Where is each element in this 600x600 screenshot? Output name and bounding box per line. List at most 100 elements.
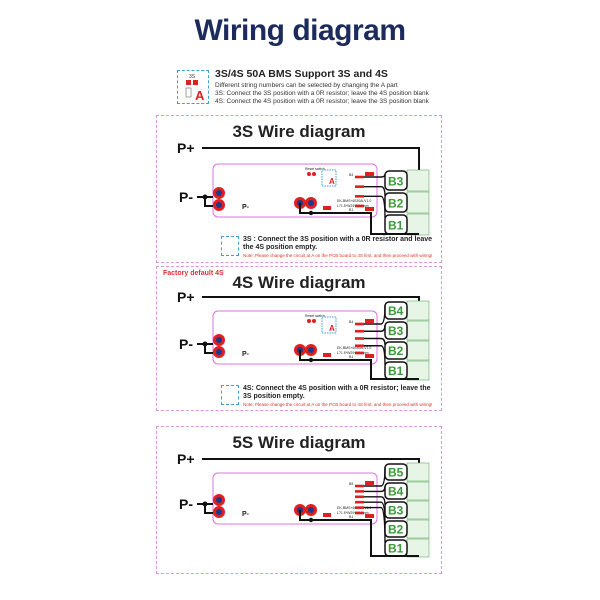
cell-label-b2: B2 bbox=[388, 344, 404, 358]
icon-a-label: A bbox=[195, 88, 205, 103]
connector-pin bbox=[355, 337, 364, 340]
note-warning: Note: Please change the circuit at A on … bbox=[243, 253, 433, 258]
pad-center bbox=[216, 509, 222, 515]
icon-3s-label: 3S bbox=[189, 74, 196, 80]
pad-center bbox=[216, 190, 222, 196]
p-plus-label: P+ bbox=[177, 289, 195, 305]
balance-wire bbox=[364, 506, 386, 544]
cell-label-b5: B5 bbox=[388, 465, 404, 479]
connector-pin bbox=[355, 322, 364, 326]
wiring-4s: P+P-P-EK-BMS+6S50A-V1.0L71.5*W29*T7.2mmR… bbox=[177, 289, 430, 381]
board-code-2: L71.5*W29*T7.2mm bbox=[337, 511, 369, 515]
connector-pin bbox=[355, 511, 364, 515]
junction-dot bbox=[308, 517, 314, 523]
pad-center bbox=[216, 202, 222, 208]
note-a-icon bbox=[221, 236, 239, 256]
board-code-2: L71.5*W29*T7.2mm bbox=[337, 204, 369, 208]
p-minus-label: P- bbox=[179, 336, 193, 352]
b-minus-wire bbox=[299, 510, 419, 557]
cell-label-b4: B4 bbox=[388, 304, 404, 318]
balance-wire bbox=[364, 337, 386, 346]
pin-bottom-label: B1 bbox=[349, 515, 353, 519]
pin-top-label: B4 bbox=[349, 320, 353, 324]
board-p-minus-label: P- bbox=[242, 204, 250, 211]
panel-title: 4S Wire diagram bbox=[232, 273, 366, 292]
resistor-pad bbox=[323, 513, 331, 517]
balance-wire bbox=[364, 485, 386, 493]
a-label: A bbox=[329, 324, 335, 333]
cell-label-b1: B1 bbox=[388, 364, 404, 378]
pin-bottom-label: B1 bbox=[349, 208, 353, 212]
balance-wire bbox=[364, 173, 386, 178]
connector-pad bbox=[365, 207, 374, 211]
wiring-3s: P+P-P-EK-BMS+6S50A-V1.0L71.5*W29*T7.2mmR… bbox=[177, 140, 430, 236]
pad-center bbox=[216, 349, 222, 355]
junction-dot bbox=[308, 357, 314, 363]
info-box: 3S A 3S/4S 50A BMS Support 3S and 4S Dif… bbox=[177, 68, 437, 108]
pad-center bbox=[308, 200, 314, 206]
connector-pin bbox=[355, 204, 364, 208]
cell-label-b2: B2 bbox=[388, 196, 404, 210]
cell-label-b3: B3 bbox=[388, 324, 404, 338]
p-plus-label: P+ bbox=[177, 451, 195, 467]
connector-pin bbox=[355, 195, 364, 198]
battery-cell bbox=[406, 500, 430, 520]
connector-pin bbox=[355, 175, 364, 179]
board-p-minus-label: P- bbox=[242, 511, 250, 518]
reset-switch bbox=[307, 172, 311, 176]
battery-cell bbox=[406, 213, 430, 236]
info-line: 4S: Connect the 4S position with a 0R re… bbox=[215, 98, 429, 105]
board-code-2: L71.5*W29*T7.2mm bbox=[337, 351, 369, 355]
connector-pad bbox=[365, 319, 374, 323]
pad-center bbox=[308, 347, 314, 353]
pad-center bbox=[216, 337, 222, 343]
pin-bottom-label: B1 bbox=[349, 355, 353, 359]
connector-pad bbox=[365, 481, 374, 485]
info-heading: 3S/4S 50A BMS Support 3S and 4S bbox=[215, 68, 388, 80]
note-a-icon bbox=[221, 385, 239, 405]
balance-wire bbox=[364, 466, 386, 487]
junction-dot bbox=[202, 341, 208, 347]
cell-lead bbox=[384, 482, 408, 500]
pad-center bbox=[308, 507, 314, 513]
battery-cell bbox=[406, 320, 430, 341]
resistor-pad bbox=[323, 206, 331, 210]
connector-pad bbox=[365, 172, 374, 176]
reset-switch bbox=[312, 172, 316, 176]
battery-cell bbox=[406, 538, 430, 558]
b-minus-wire bbox=[299, 203, 419, 235]
connector-pin bbox=[355, 506, 364, 509]
cell-label-b3: B3 bbox=[388, 503, 404, 517]
connector-pad bbox=[365, 514, 374, 518]
p-plus-wire bbox=[202, 147, 420, 172]
junction-dot bbox=[308, 210, 314, 216]
battery-cell bbox=[406, 519, 430, 539]
cell-lead bbox=[384, 170, 408, 191]
panel-title: 5S Wire diagram bbox=[232, 433, 366, 452]
balance-wire bbox=[364, 501, 386, 525]
cell-label-b1: B1 bbox=[388, 218, 404, 232]
p-minus-label: P- bbox=[179, 189, 193, 205]
pin-top-label: B5 bbox=[349, 482, 353, 486]
reset-switch-label: Reset switch bbox=[305, 314, 325, 318]
info-line: 3S: Connect the 3S position with a 0R re… bbox=[215, 90, 429, 97]
connector-pin bbox=[355, 344, 364, 348]
note-text: 3S : Connect the 3S position with a 0R r… bbox=[243, 236, 433, 251]
p-minus-label: P- bbox=[179, 496, 193, 512]
battery-cell bbox=[406, 191, 430, 214]
battery-cell bbox=[406, 300, 430, 321]
balance-wire bbox=[364, 304, 386, 325]
balance-wire bbox=[364, 496, 386, 506]
junction-dot bbox=[202, 501, 208, 507]
connector-pin bbox=[355, 351, 364, 355]
bms-board bbox=[212, 472, 378, 525]
board-code: EK-BMS+6S50A-V1.0 bbox=[337, 199, 371, 203]
wiring-5s: P+P-P-EK-BMS+6S50A-V1.0L71.5*W29*T7.2mmB… bbox=[177, 451, 430, 558]
connector-pin bbox=[355, 500, 364, 504]
balance-wire bbox=[364, 345, 386, 366]
battery-cell bbox=[406, 169, 430, 192]
battery-cell bbox=[406, 462, 430, 482]
note-text: 4S: Connect the 4S position with a 0R re… bbox=[243, 385, 431, 400]
